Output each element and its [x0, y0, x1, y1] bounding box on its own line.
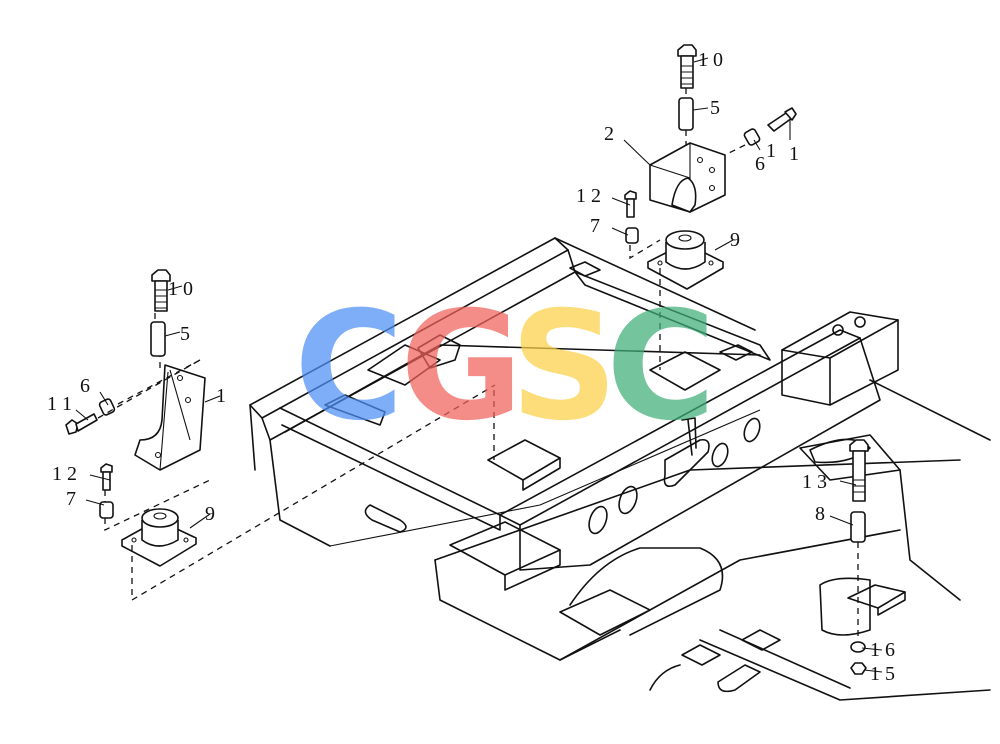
right-small-bolt: [767, 107, 797, 132]
chassis-frame: [249, 237, 991, 701]
callout-left-washer: 7: [66, 488, 76, 510]
left-small-bolt: [65, 413, 98, 435]
right-small-sleeve: [743, 128, 761, 146]
left-long-bolt: [151, 269, 171, 312]
callout-left-mount: 9: [205, 503, 215, 525]
callout-right-washer: 7: [590, 215, 600, 237]
watermark-letter-1: C: [294, 280, 404, 454]
callout-labels: 1 0 5 1 1 1 6 1 2 7 9 1 0 5 2 6 1 1 1 2 …: [47, 49, 895, 685]
callout-left-small-sleeve: 6: [80, 375, 90, 397]
callout-right-small-bolt-b: 1: [789, 143, 799, 165]
right-bracket: [649, 142, 726, 213]
callout-left-spacer: 5: [180, 323, 190, 345]
right-spacer: [678, 97, 694, 131]
leader-lines: [75, 57, 883, 673]
right-long-bolt: [677, 44, 697, 89]
callout-right-long-bolt: 1 0: [698, 49, 723, 71]
callout-left-small-bolt: 1 1: [47, 393, 72, 415]
rear-nut: [850, 662, 867, 675]
callout-left-long-bolt: 1 0: [168, 278, 193, 300]
watermark-logo: C G S C: [294, 280, 716, 454]
callout-rear-nut: 1 5: [870, 663, 895, 685]
left-small-sleeve: [98, 398, 116, 416]
callout-left-short-bolt: 1 2: [52, 463, 77, 485]
callout-right-mount: 9: [730, 229, 740, 251]
right-mount-assembly: [493, 44, 797, 460]
left-bracket: [134, 364, 206, 471]
rear-washer: [850, 641, 866, 653]
callout-right-short-bolt: 1 2: [576, 185, 601, 207]
callout-right-bracket: 2: [604, 123, 614, 145]
callout-left-bracket: 1: [216, 385, 226, 407]
rear-spacer: [850, 511, 866, 543]
callout-right-spacer: 5: [710, 97, 720, 119]
right-short-bolt: [624, 190, 637, 218]
left-short-bolt: [100, 463, 113, 491]
watermark-letter-3: S: [510, 280, 618, 454]
rear-long-bolt: [849, 439, 869, 502]
left-spacer: [150, 321, 166, 357]
left-washer: [99, 501, 114, 519]
left-mount-assembly: [65, 269, 496, 602]
callout-rear-washer: 1 6: [870, 639, 895, 661]
watermark-letter-2: G: [400, 280, 523, 454]
watermark-letter-4: C: [606, 280, 716, 454]
callout-rear-bolt: 1 3: [802, 471, 827, 493]
callout-rear-spacer: 8: [815, 503, 825, 525]
right-rubber-mount: [647, 230, 724, 290]
callout-right-small-sleeve: 6: [755, 153, 765, 175]
rear-mount-assembly: [849, 439, 869, 675]
left-rubber-mount: [121, 508, 197, 567]
callout-right-small-bolt-a: 1: [766, 140, 776, 162]
right-washer: [625, 227, 639, 244]
